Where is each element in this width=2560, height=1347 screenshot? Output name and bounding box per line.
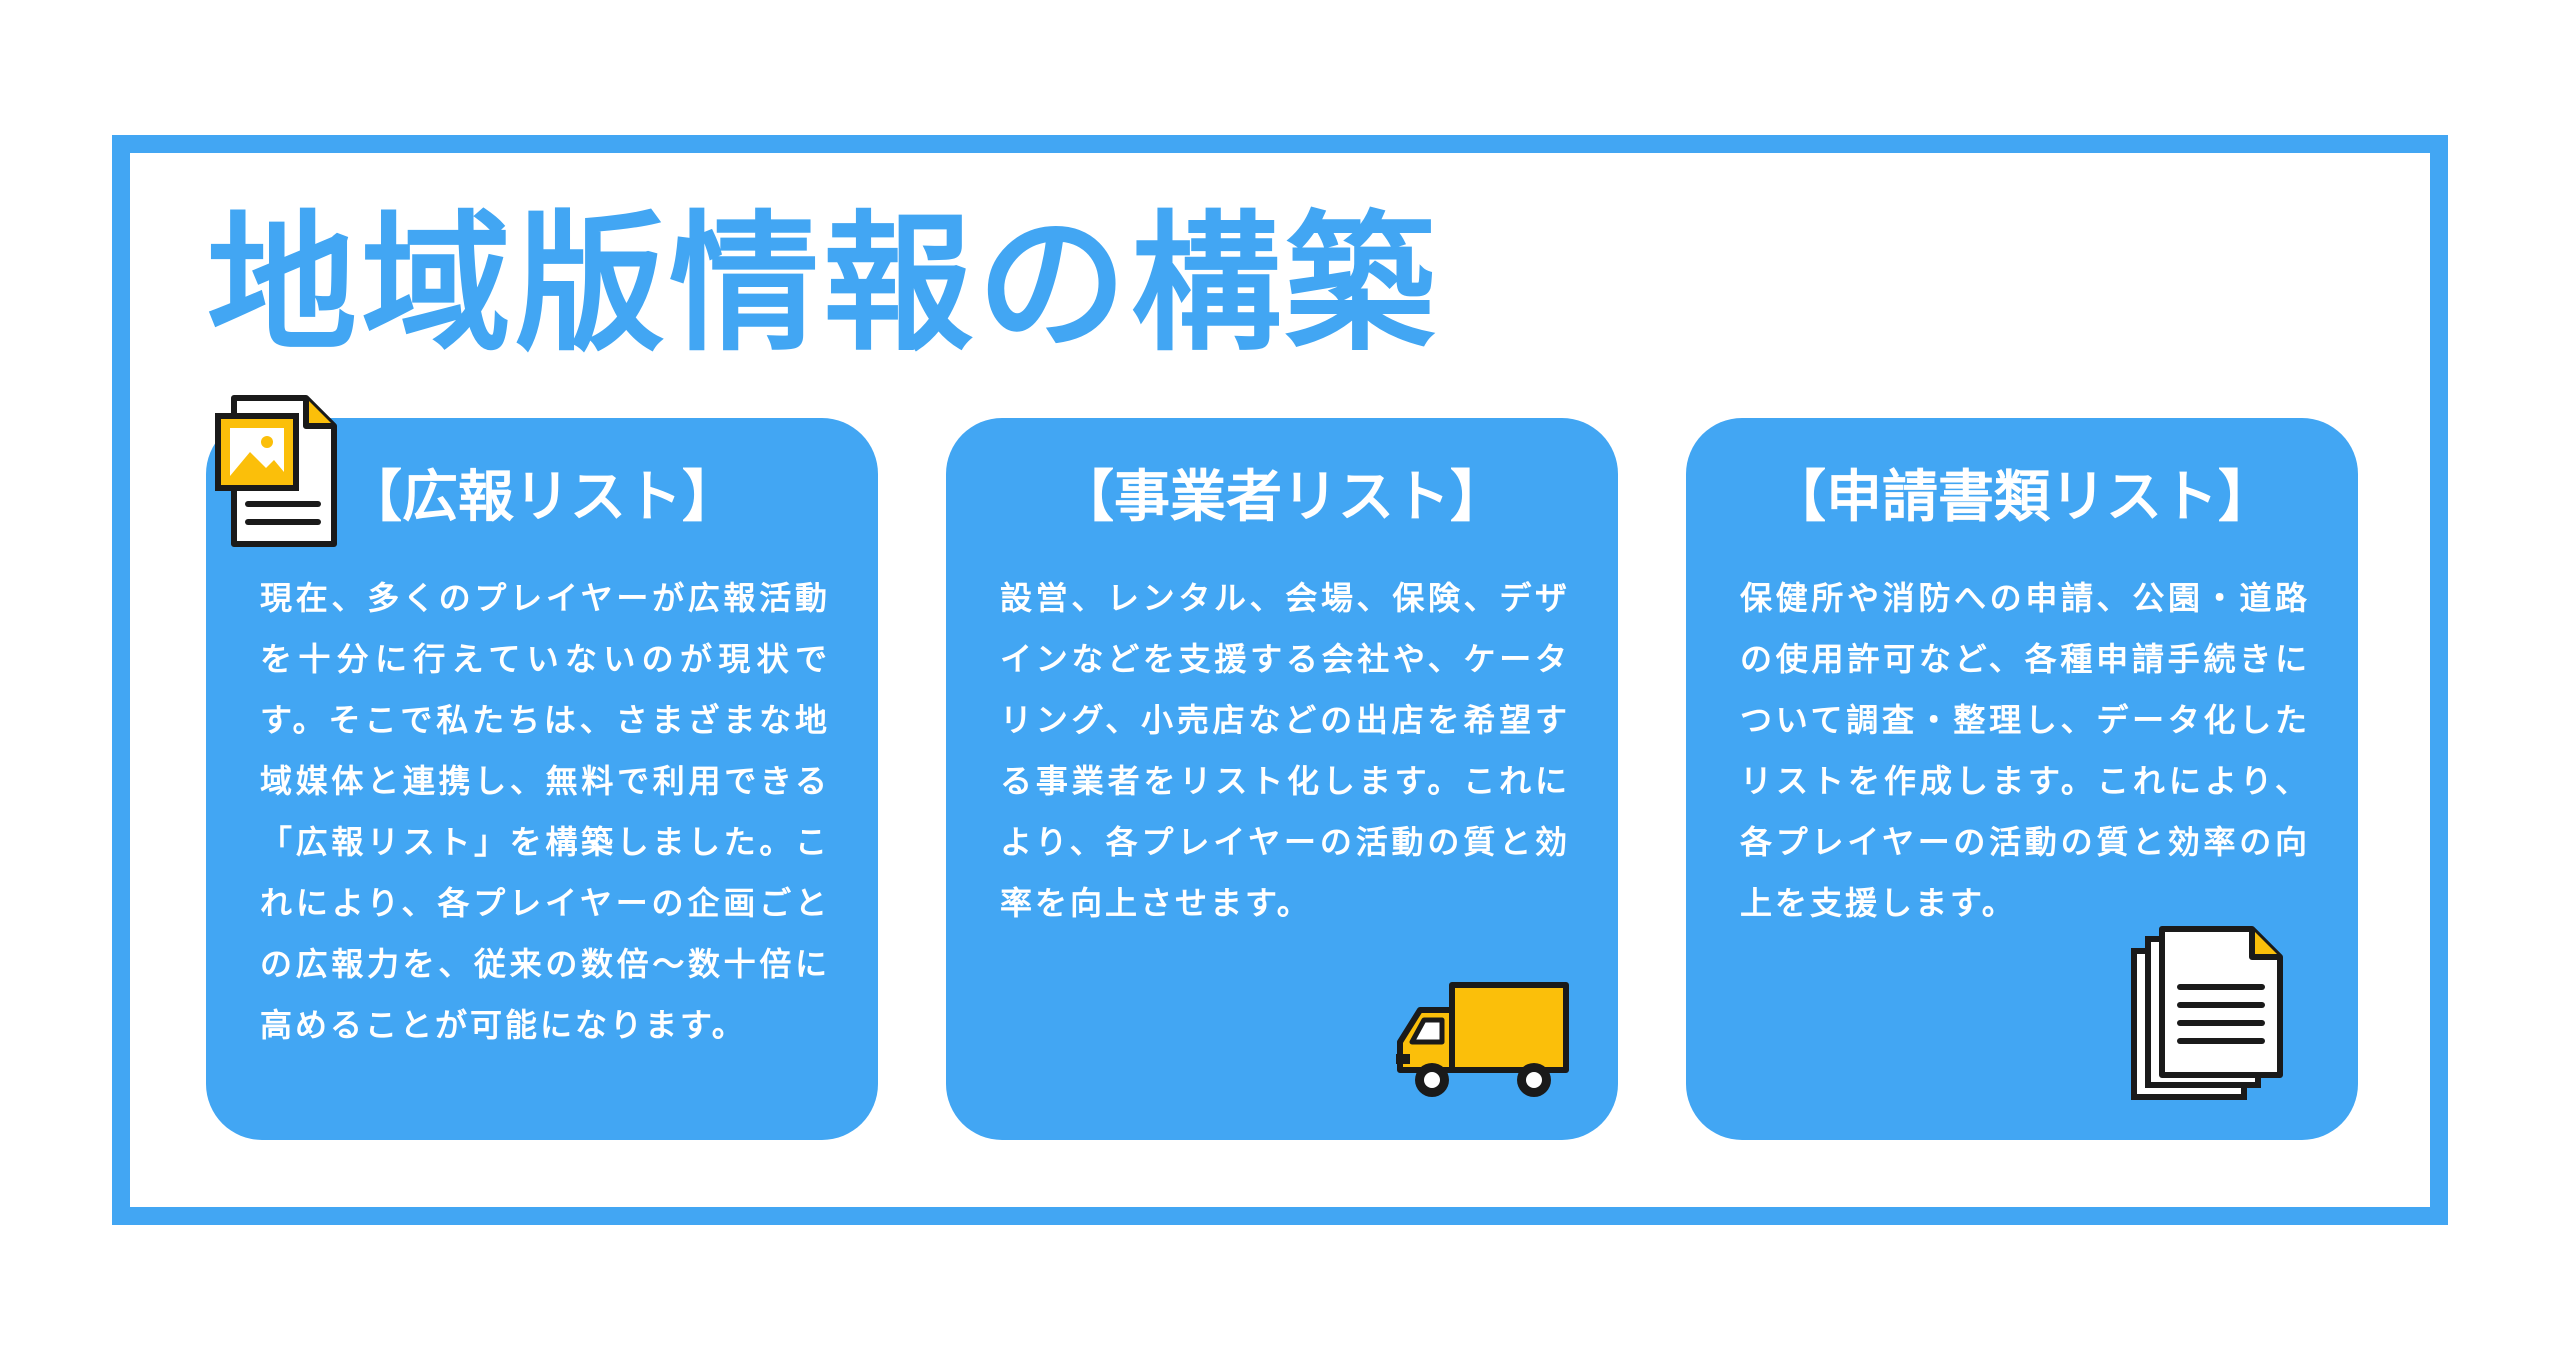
card-text-pr-list: 現在、多くのプレイヤーが広報活動を十分に行えていないのが現状です。そこで私たちは… [260,579,830,1044]
image-document-icon [215,395,337,547]
card-text-application-list: 保健所や消防への申請、公園・道路の使用許可など、各種申請手続きについて調査・整理… [1740,579,2310,922]
card-text-business-list: 設営、レンタル、会場、保険、デザインなどを支援する会社や、ケータリング、小売店な… [1000,579,1570,922]
card-application-list: 【申請書類リスト】 保健所や消防への申請、公園・道路の使用許可など、各種申請手続… [1686,418,2358,1140]
card-title-business-list: 【事業者リスト】 [1058,465,1506,530]
card-title-application-list: 【申請書類リスト】 [1770,465,2274,530]
delivery-truck-icon [1396,982,1569,1097]
card-business-list: 【事業者リスト】 設営、レンタル、会場、保険、デザインなどを支援する会社や、ケー… [946,418,1618,1140]
page-title: 地域版情報の構築 [207,198,1440,372]
card-title-pr-list: 【広報リスト】 [346,465,738,530]
stacked-documents-icon [2131,926,2283,1100]
